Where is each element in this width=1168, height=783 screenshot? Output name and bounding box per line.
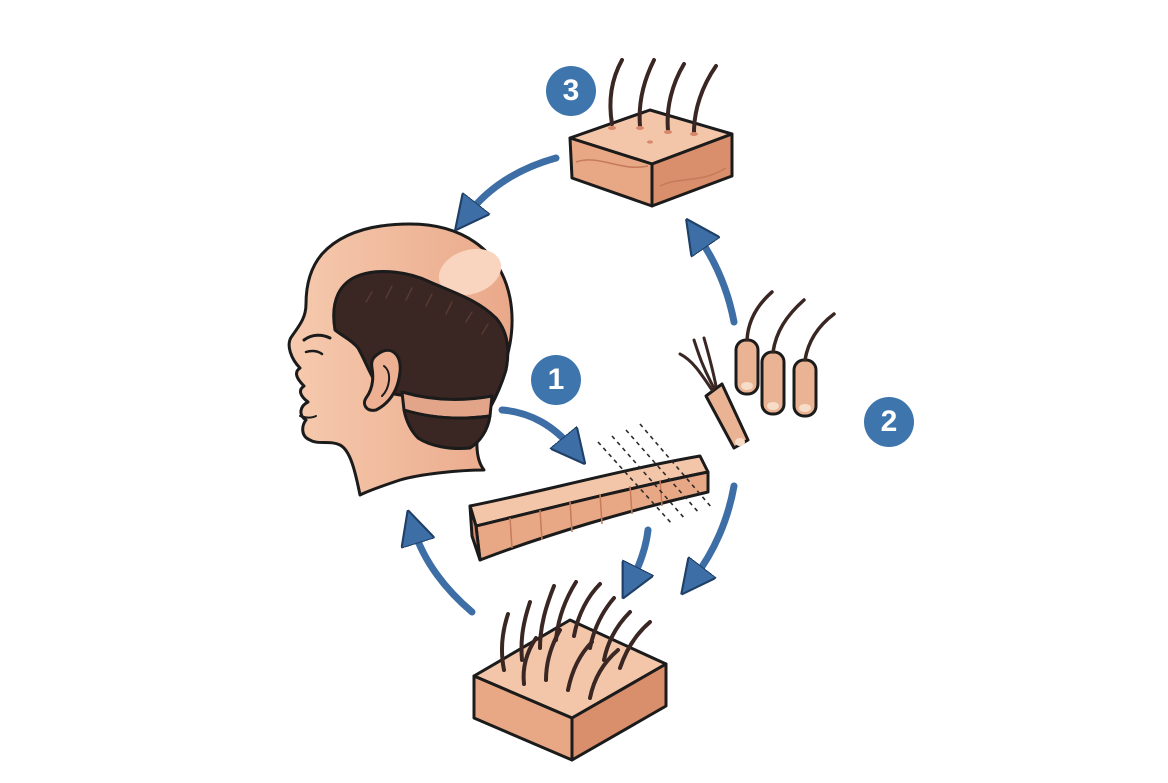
arrow-head-to-strip (498, 406, 572, 448)
arrow-block-to-head (468, 154, 560, 214)
step-3-badge: 3 (546, 66, 596, 116)
step-2-badge: 2 (864, 397, 914, 447)
cycle-arrows (414, 154, 738, 616)
balding-head-profile-icon (287, 222, 514, 497)
transplanted-scalp-block-icon (568, 58, 734, 208)
arrow-recipient-to-head (414, 530, 476, 616)
recipient-skin-block-icon (472, 580, 668, 762)
arrow-strip-to-recipient (632, 526, 648, 580)
arrow-grafts-to-recipient (694, 482, 738, 578)
follicular-unit-grafts-icon (678, 290, 836, 450)
arrow-grafts-to-block (698, 236, 738, 326)
tissue-strip-harvest-icon (468, 423, 713, 562)
step-1-badge: 1 (531, 355, 581, 405)
